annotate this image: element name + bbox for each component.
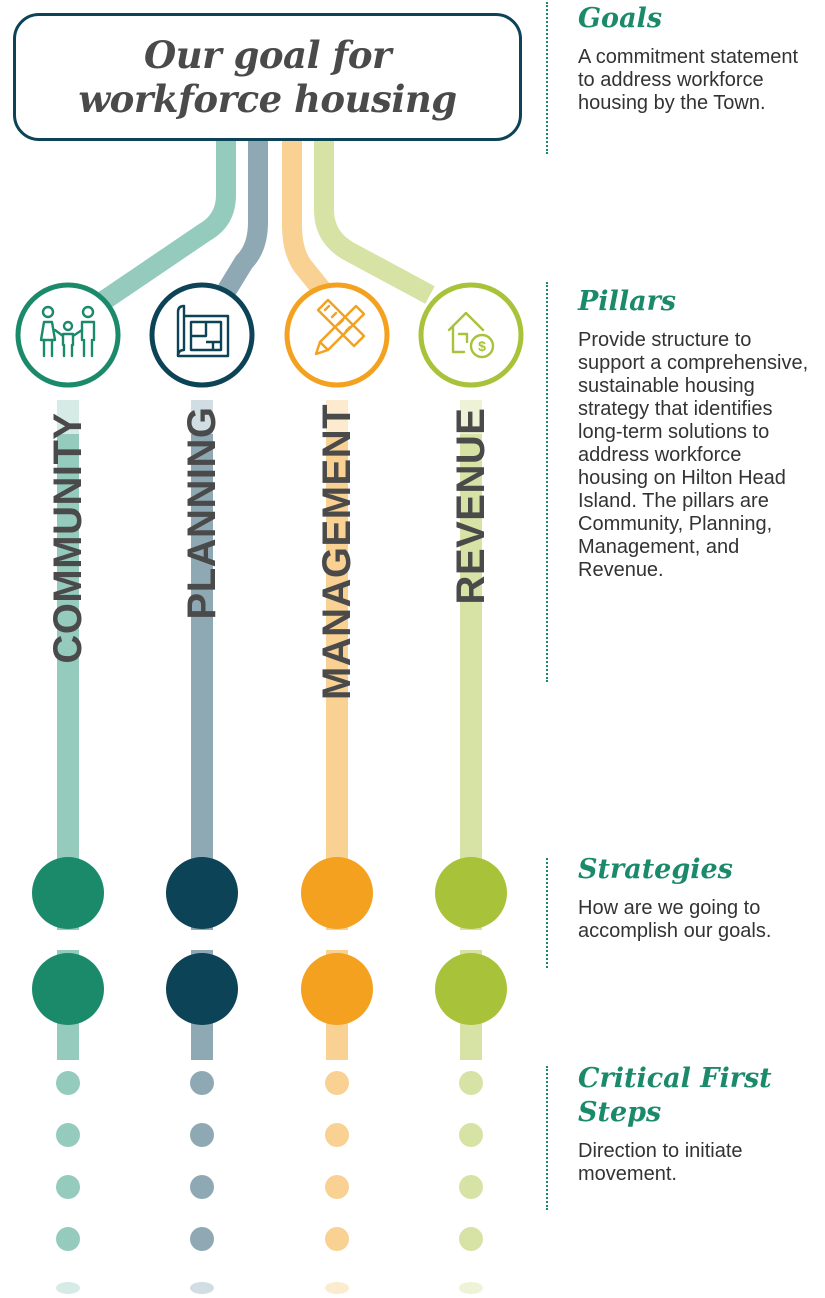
step-dot <box>190 1227 214 1251</box>
pillar-label-revenue: REVENUE <box>449 407 493 605</box>
step-dot <box>56 1123 80 1147</box>
step-dot <box>56 1175 80 1199</box>
connector-community <box>84 140 236 319</box>
strategy-dots <box>32 857 507 1025</box>
stem-community-pale <box>57 400 79 434</box>
step-dot <box>190 1071 214 1095</box>
legend-separator-goals <box>546 2 548 154</box>
step-dot <box>325 1227 349 1251</box>
house-dollar-icon: $ <box>447 311 495 359</box>
strategy-dot-planning-1 <box>166 857 238 929</box>
step-dot <box>56 1227 80 1251</box>
step-dot <box>459 1123 483 1147</box>
strategy-dot-management-1 <box>301 857 373 929</box>
circle-management <box>284 282 390 388</box>
step-dot <box>325 1071 349 1095</box>
legend-steps: Critical First Steps Direction to initia… <box>578 1062 818 1186</box>
strategy-dot-revenue-2 <box>435 953 507 1025</box>
goal-title-line2: workforce housing <box>78 77 457 121</box>
legend-pillars: Pillars Provide structure to support a c… <box>578 285 818 582</box>
stem-revenue-pale <box>460 400 482 434</box>
svg-text:$: $ <box>478 338 486 354</box>
step-dot <box>56 1071 80 1095</box>
stem-management-pale <box>326 400 348 434</box>
legend-desc-pillars: Provide structure to support a comprehen… <box>578 329 809 581</box>
step-dot <box>325 1123 349 1147</box>
circle-revenue <box>418 282 524 388</box>
strategy-dot-community-1 <box>32 857 104 929</box>
legend-desc-goals: A commitment statement to address workfo… <box>578 46 799 114</box>
legend-heading-pillars: Pillars <box>578 286 676 317</box>
connector-revenue <box>314 140 435 304</box>
pillar-label-planning: PLANNING <box>180 406 224 620</box>
legend-separator-pillars <box>546 282 548 682</box>
ruler-pencil-icon <box>314 298 366 356</box>
step-dot <box>459 1175 483 1199</box>
legend-desc-steps: Direction to initiate movement. <box>578 1140 743 1185</box>
connector-lines <box>84 140 435 319</box>
goal-box: Our goal for workforce housing <box>13 13 522 141</box>
step-dot-fade <box>325 1282 349 1294</box>
strategy-dot-management-2 <box>301 953 373 1025</box>
step-dot-fade <box>459 1282 483 1294</box>
legend-separator-strategies <box>546 858 548 968</box>
connector-planning <box>213 140 268 304</box>
strategy-dot-revenue-1 <box>435 857 507 929</box>
step-dot <box>459 1227 483 1251</box>
legend-goals: Goals A commitment statement to address … <box>578 2 818 115</box>
pillar-stems <box>57 400 482 1060</box>
step-dot <box>459 1071 483 1095</box>
legend-desc-strategies: How are we going to accomplish our goals… <box>578 897 772 942</box>
step-dot-fade <box>190 1282 214 1294</box>
step-dots <box>56 1071 483 1294</box>
strategy-dot-community-2 <box>32 953 104 1025</box>
legend-separator-steps <box>546 1066 548 1210</box>
stem-planning-pale <box>191 400 213 434</box>
step-dot <box>190 1175 214 1199</box>
pillar-label-community: COMMUNITY <box>46 412 90 664</box>
pillar-label-management: MANAGEMENT <box>315 403 359 701</box>
step-dot <box>190 1123 214 1147</box>
family-icon <box>39 305 96 358</box>
step-dot <box>325 1175 349 1199</box>
step-dot-fade <box>56 1282 80 1294</box>
strategy-dot-planning-2 <box>166 953 238 1025</box>
blueprint-icon <box>176 304 230 358</box>
legend-heading-strategies: Strategies <box>578 854 733 885</box>
legend-strategies: Strategies How are we going to accomplis… <box>578 853 818 943</box>
legend-heading-goals: Goals <box>578 3 663 34</box>
goal-title-line1: Our goal for <box>143 33 392 77</box>
connector-management <box>282 140 330 297</box>
legend-heading-steps: Critical First Steps <box>578 1063 772 1128</box>
